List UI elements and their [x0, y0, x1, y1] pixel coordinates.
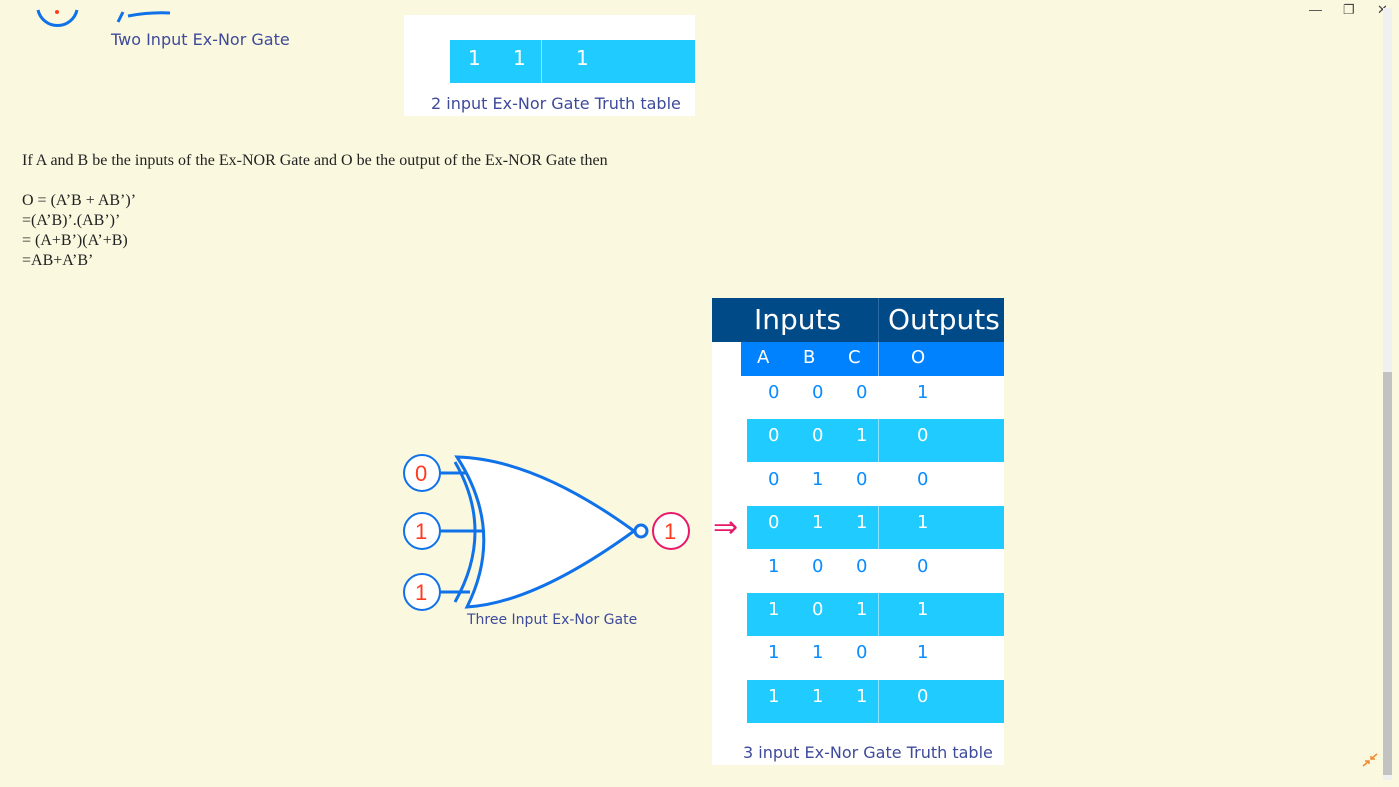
table-cell: 0: [768, 425, 780, 447]
table-cell: 1: [812, 468, 824, 490]
table-cell: 0: [812, 555, 824, 577]
table-cell: 0: [812, 382, 824, 403]
table-row: 1 1 1: [450, 40, 695, 83]
column-divider: [878, 593, 879, 636]
table-cell: 1: [513, 46, 526, 70]
input-b-value: 1: [415, 519, 428, 544]
column-header: B: [803, 347, 816, 368]
close-button[interactable]: ✕: [1377, 2, 1388, 18]
table-row: 0 1 0 0: [747, 463, 1004, 506]
table-cell: 1: [917, 642, 929, 664]
column-divider: [541, 40, 542, 83]
three-input-exnor-gate: [403, 454, 690, 611]
input-c-value: 1: [415, 580, 428, 605]
table-row: 1 0 1 1: [747, 593, 1004, 636]
table-cell: 0: [768, 512, 780, 534]
table-cell: 1: [768, 642, 780, 664]
table-subheader: A B C O: [741, 342, 1004, 376]
equation-line: =(A’B)’.(AB’)’: [22, 212, 121, 229]
column-divider: [878, 679, 879, 723]
column-divider: [878, 419, 879, 463]
table-cell: 0: [917, 685, 929, 707]
two-input-gate-fragment: [36, 9, 171, 27]
input-a-value: 0: [415, 461, 428, 486]
input-c-node: [403, 573, 441, 611]
table-row: 1 1 1 0: [747, 679, 1004, 723]
equation-line: =AB+A’B’: [22, 252, 94, 269]
column-divider: [878, 506, 879, 550]
two-input-truth-table: 1 1 1 2 input Ex-Nor Gate Truth table: [404, 15, 695, 116]
column-header: O: [911, 347, 926, 368]
minimize-button[interactable]: —: [1309, 2, 1322, 17]
input-b-node: [403, 512, 441, 550]
row-pointer-arrow: ⇒: [713, 510, 739, 545]
collapse-icon[interactable]: [1361, 752, 1379, 768]
three-input-table-caption: 3 input Ex-Nor Gate Truth table: [743, 743, 993, 762]
table-cell: 1: [812, 642, 824, 664]
table-cell: 0: [856, 468, 868, 490]
table-cell: 0: [812, 425, 824, 447]
table-cell: 1: [768, 599, 780, 620]
table-row: 1 1 0 1: [747, 636, 1004, 679]
table-cell: 1: [917, 599, 929, 620]
scrollbar-thumb[interactable]: [1383, 372, 1392, 775]
table-cell: 1: [812, 685, 824, 707]
column-divider: [878, 342, 879, 376]
table-cell: 0: [917, 425, 929, 447]
table-header: Inputs Outputs: [712, 298, 1004, 342]
header-outputs: Outputs: [888, 303, 1000, 336]
table-cell: 1: [576, 46, 589, 70]
table-cell: 1: [856, 685, 868, 707]
table-row: 0 0 0 1: [747, 376, 1004, 419]
input-a-node: [403, 454, 441, 492]
table-cell: 1: [768, 555, 780, 577]
two-input-table-caption: 2 input Ex-Nor Gate Truth table: [431, 94, 681, 113]
table-row: 0 0 1 0: [747, 419, 1004, 463]
table-cell: 0: [768, 468, 780, 490]
restore-button[interactable]: ❐: [1343, 2, 1355, 17]
table-cell: 0: [856, 642, 868, 664]
equation-line: O = (A’B + AB’)’: [22, 192, 137, 209]
table-cell: 0: [856, 555, 868, 577]
table-cell: 1: [468, 46, 481, 70]
scrollbar[interactable]: [1383, 8, 1392, 780]
column-divider: [878, 298, 879, 342]
table-row: 1 0 0 0: [747, 550, 1004, 593]
table-cell: 0: [768, 382, 780, 403]
table-cell: 1: [856, 599, 868, 620]
intro-text: If A and B be the inputs of the Ex-NOR G…: [22, 152, 608, 169]
output-node: [652, 512, 690, 550]
column-header: A: [757, 347, 770, 368]
header-inputs: Inputs: [754, 303, 842, 336]
output-value: 1: [664, 519, 677, 544]
table-cell: 0: [917, 555, 929, 577]
three-input-gate-caption: Three Input Ex-Nor Gate: [467, 612, 638, 628]
equation-line: = (A+B’)(A’+B): [22, 232, 128, 249]
table-cell: 1: [856, 512, 868, 534]
table-cell: 1: [917, 512, 929, 534]
table-cell: 0: [812, 599, 824, 620]
table-cell: 1: [812, 512, 824, 534]
two-input-gate-caption: Two Input Ex-Nor Gate: [111, 30, 290, 49]
table-cell: 0: [856, 382, 868, 403]
column-header: C: [848, 347, 861, 368]
table-cell: 1: [856, 425, 868, 447]
table-row: 0 1 1 1: [747, 506, 1004, 550]
table-cell: 1: [917, 382, 929, 403]
table-cell: 0: [917, 468, 929, 490]
table-cell: 1: [768, 685, 780, 707]
